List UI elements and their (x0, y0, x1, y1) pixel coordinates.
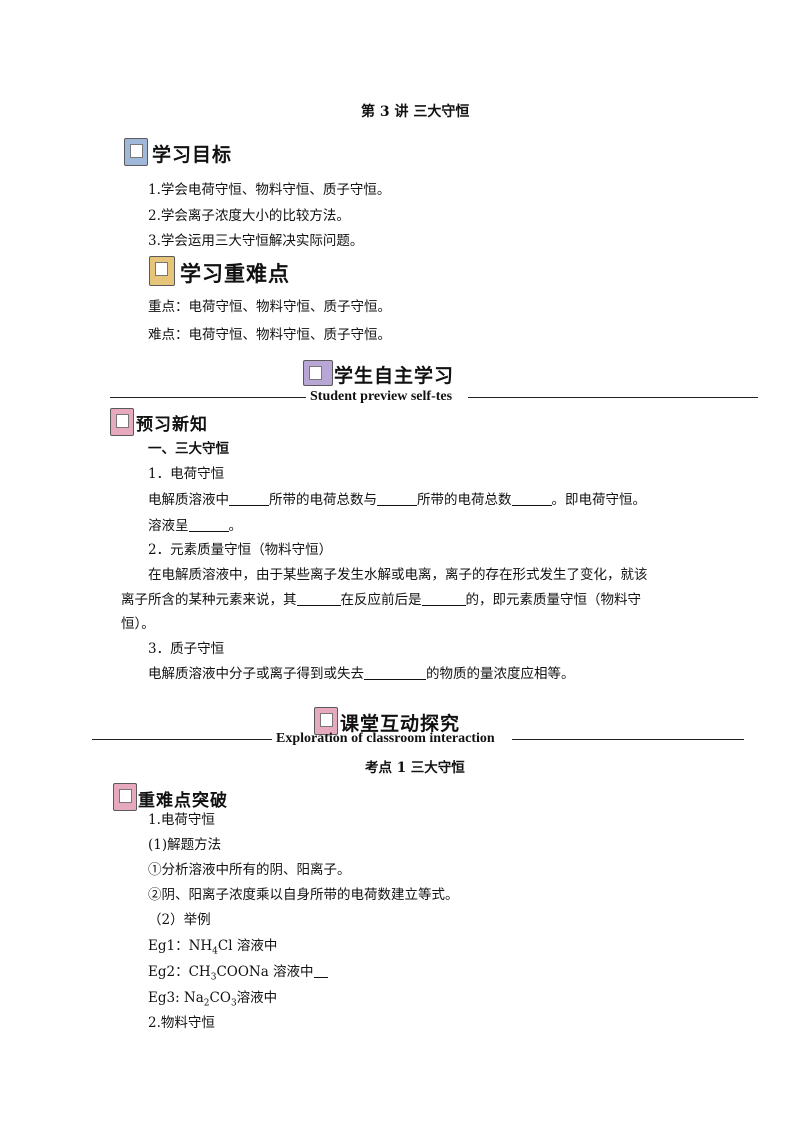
charge-conservation-title: 1.电荷守恒 (148, 812, 215, 828)
fill-blank[interactable] (377, 491, 417, 506)
method-title: (1)解题方法 (148, 837, 222, 853)
fill-blank[interactable] (229, 491, 269, 506)
self-study-banner-subtitle: Student preview self-tes (310, 389, 453, 404)
book-icon (113, 783, 137, 811)
goal-item: 2.学会离子浓度大小的比较方法。 (148, 208, 350, 224)
preview-heading: 预习新知 (136, 415, 208, 435)
text-fragment: Eg2：CH (148, 964, 211, 980)
example-3: Eg3: Na2CO3溶液中 (148, 986, 277, 1009)
charge-conservation-title: 1．电荷守恒 (148, 466, 225, 482)
solution-state-text: 溶液呈 。 (148, 514, 242, 534)
self-study-banner-title: 学生自主学习 (334, 365, 455, 387)
book-icon (124, 138, 148, 166)
material-conservation-title: 2.物料守恒 (148, 1015, 215, 1031)
text-fragment: 溶液呈 (148, 518, 189, 534)
difficult-point: 难点：电荷守恒、物料守恒、质子守恒。 (148, 327, 391, 343)
text-fragment: 。 (228, 518, 243, 534)
fill-blank[interactable] (511, 491, 552, 506)
key-point: 重点：电荷守恒、物料守恒、质子守恒。 (148, 299, 391, 315)
method-step: ②阴、阳离子浓度乘以自身所带的电荷数建立等式。 (148, 887, 459, 903)
fill-blank[interactable] (188, 517, 229, 532)
divider-right (468, 397, 758, 398)
text-fragment: 所带的电荷总数 (417, 492, 512, 508)
mass-conservation-line: 在电解质溶液中，由于某些离子发生水解或电离，离子的存在形式发生了变化，就该 (148, 567, 648, 583)
mass-conservation-line: 恒）。 (121, 616, 155, 632)
subscript: 3 (230, 998, 237, 1009)
book-icon (110, 408, 134, 436)
text-fragment: 的物质的量浓度应相等。 (426, 666, 575, 682)
subscript: 2 (203, 998, 210, 1009)
text-fragment: 离子所含的某种元素来说，其 (121, 592, 297, 608)
text-fragment: 。即电荷守恒。 (551, 492, 647, 508)
book-icon (314, 707, 338, 735)
open-book-icon (303, 360, 333, 386)
proton-conservation-title: 3．质子守恒 (148, 641, 225, 657)
divider-right (512, 739, 744, 740)
text-fragment: 所带的电荷总数与 (269, 492, 377, 508)
fill-blank[interactable] (364, 665, 426, 680)
divider-left (110, 397, 306, 398)
fill-blank[interactable] (313, 963, 328, 978)
classroom-banner-title: 课堂互动探究 (340, 713, 461, 735)
text-fragment: 溶液中 (236, 990, 278, 1006)
subscript: 3 (210, 972, 217, 983)
topic-title: 考点 1 三大守恒 (365, 760, 465, 776)
subscript: 4 (212, 946, 218, 957)
goal-item: 3.学会运用三大守恒解决实际问题。 (148, 233, 364, 249)
text-fragment: 的，即元素质量守恒（物料守 (465, 592, 642, 608)
text-fragment: Eg3: Na (148, 990, 204, 1006)
preview-subheading: 一、三大守恒 (148, 441, 229, 457)
mass-conservation-title: 2．元素质量守恒（物料守恒） (148, 542, 333, 558)
page-title: 第 3 讲 三大守恒 (361, 104, 470, 120)
text-fragment: Eg1：NH (148, 938, 213, 954)
text-fragment: COONa 溶液中 (216, 964, 314, 980)
classroom-banner-subtitle: Exploration of classroom interaction (276, 731, 495, 746)
text-fragment: 电解质溶液中 (148, 492, 229, 508)
book-stack-icon (149, 256, 175, 286)
keypoints-heading: 学习重难点 (180, 262, 290, 286)
text-fragment: 在反应前后是 (340, 592, 422, 608)
text-fragment: 电解质溶液中分子或离子得到或失去 (148, 666, 364, 682)
mass-conservation-line: 离子所含的某种元素来说，其 在反应前后是 的，即元素质量守恒（物料守 (121, 588, 641, 608)
fill-blank[interactable] (296, 591, 341, 606)
method-step: ①分析溶液中所有的阴、阳离子。 (148, 862, 351, 878)
goal-item: 1.学会电荷守恒、物料守恒、质子守恒。 (148, 182, 391, 198)
proton-conservation-text: 电解质溶液中分子或离子得到或失去 的物质的量浓度应相等。 (148, 662, 575, 682)
charge-conservation-text: 电解质溶液中 所带的电荷总数与 所带的电荷总数 。即电荷守恒。 (148, 488, 646, 508)
example-title: （2）举例 (148, 912, 211, 928)
example-1: Eg1：NH4Cl 溶液中 (148, 934, 277, 957)
text-fragment: CO (209, 990, 231, 1006)
divider-left (92, 739, 272, 740)
breakthrough-heading: 重难点突破 (138, 791, 228, 811)
goals-heading: 学习目标 (152, 144, 233, 166)
fill-blank[interactable] (421, 591, 466, 606)
example-2: Eg2：CH3COONa 溶液中 (148, 960, 328, 983)
text-fragment: Cl 溶液中 (217, 938, 278, 954)
